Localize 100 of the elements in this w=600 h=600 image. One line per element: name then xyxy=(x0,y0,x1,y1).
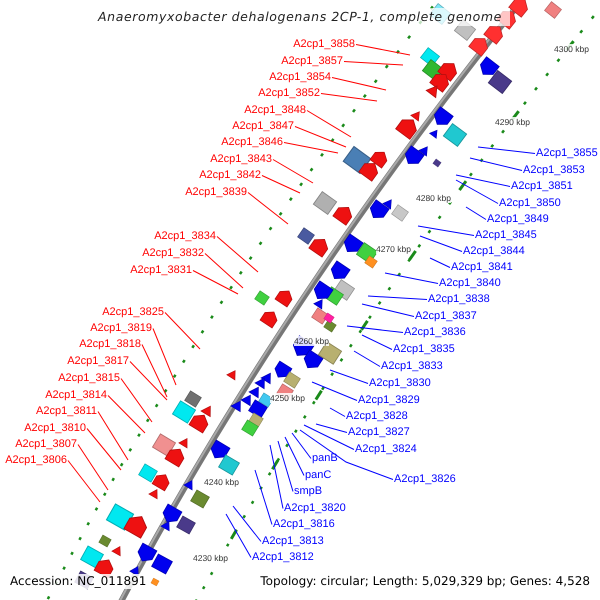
leader-line xyxy=(316,424,348,433)
leader-line xyxy=(68,460,100,502)
gene-label: A2cp1_3832 xyxy=(142,247,204,260)
gene-label: A2cp1_3850 xyxy=(499,197,561,210)
gene-label: A2cp1_3828 xyxy=(346,410,408,423)
gene-label: A2cp1_3806 xyxy=(5,454,67,467)
leader-line xyxy=(330,370,368,384)
gene-label: A2cp1_3831 xyxy=(130,264,192,277)
gene-label: A2cp1_3835 xyxy=(393,343,455,356)
gene-label: A2cp1_3814 xyxy=(45,389,107,402)
leader-line xyxy=(108,395,146,434)
leader-line xyxy=(164,312,200,350)
leader-line xyxy=(312,382,358,401)
gene-label: A2cp1_3851 xyxy=(511,180,573,193)
gene-label: panB xyxy=(312,452,338,465)
leader-line xyxy=(362,334,392,350)
leader-line xyxy=(418,226,474,236)
leader-line xyxy=(98,411,128,460)
leader-line xyxy=(306,110,352,138)
gene-label: A2cp1_3819 xyxy=(90,322,152,335)
tick-label: 4240 kbp xyxy=(204,477,239,487)
leader-line xyxy=(332,77,386,90)
leader-line xyxy=(456,174,510,187)
gene-label: A2cp1_3820 xyxy=(284,502,346,515)
leader-line xyxy=(384,272,438,284)
leader-line xyxy=(304,424,354,450)
gene-label: A2cp1_3848 xyxy=(244,104,306,117)
leader-line xyxy=(346,326,404,333)
gene-label: A2cp1_3838 xyxy=(428,293,490,306)
gene-label: A2cp1_3818 xyxy=(79,338,141,351)
gene-label: A2cp1_3833 xyxy=(381,360,443,373)
gene-label: A2cp1_3811 xyxy=(36,405,97,418)
genome-info-text: Topology: circular; Length: 5,029,329 bp; Genes: 4,528 xyxy=(260,574,590,589)
gene-label: A2cp1_3812 xyxy=(252,551,314,564)
gene-label: A2cp1_3826 xyxy=(394,473,456,486)
leader-line xyxy=(284,436,304,476)
gene-label: A2cp1_3836 xyxy=(404,326,466,339)
tick-label: 4280 kbp xyxy=(416,193,451,203)
leader-line xyxy=(192,270,238,294)
gene-label: A2cp1_3849 xyxy=(487,213,549,226)
leader-line xyxy=(78,444,108,490)
tick-label: 4270 kbp xyxy=(376,244,411,254)
gene-label: A2cp1_3854 xyxy=(269,71,331,84)
leader-line xyxy=(354,350,380,367)
tick-label: 4300 kbp xyxy=(554,44,589,54)
gene-label: A2cp1_3827 xyxy=(348,426,410,439)
gene-label: A2cp1_3815 xyxy=(58,372,120,385)
leader-line xyxy=(152,328,176,386)
leader-line xyxy=(344,61,404,66)
gene-label: A2cp1_3857 xyxy=(281,55,343,68)
leader-line xyxy=(226,514,252,558)
gene-label: A2cp1_3829 xyxy=(358,394,420,407)
leader-line xyxy=(248,192,288,224)
gene-label: A2cp1_3844 xyxy=(463,245,525,258)
leader-line xyxy=(320,93,378,102)
gene-label: A2cp1_3817 xyxy=(67,355,129,368)
leader-line xyxy=(262,175,300,194)
leader-line xyxy=(284,142,338,154)
gene-label: A2cp1_3830 xyxy=(369,377,431,390)
leader-line xyxy=(466,206,486,220)
leader-line xyxy=(430,258,450,268)
gene-label: A2cp1_3813 xyxy=(262,535,324,548)
leader-line xyxy=(294,126,346,148)
tick-label: 4260 kbp xyxy=(294,336,329,346)
leader-line xyxy=(142,344,168,398)
leader-line xyxy=(456,180,498,204)
gene-label: A2cp1_3842 xyxy=(199,169,261,182)
gene-label: A2cp1_3824 xyxy=(355,443,417,456)
gene-label: A2cp1_3845 xyxy=(475,229,537,242)
leader-line xyxy=(420,236,462,252)
leader-line xyxy=(254,470,272,525)
gene-label: A2cp1_3843 xyxy=(210,153,272,166)
tick-label: 4290 kbp xyxy=(495,117,530,127)
tick-label: 4230 kbp xyxy=(193,553,228,563)
accession-text: Accession: NC_011891 xyxy=(10,574,146,589)
leader-line xyxy=(204,253,244,288)
leader-line xyxy=(470,158,522,171)
leader-line xyxy=(232,506,262,542)
gene-label: A2cp1_3841 xyxy=(451,261,513,274)
leader-line xyxy=(292,432,312,459)
gene-label: A2cp1_3816 xyxy=(273,518,335,531)
gene-label: A2cp1_3807 xyxy=(15,438,77,451)
gene-label: A2cp1_3847 xyxy=(232,120,294,133)
leader-line xyxy=(362,304,414,317)
leader-line xyxy=(300,430,394,480)
gene-label: A2cp1_3810 xyxy=(24,422,86,435)
leader-line xyxy=(478,146,536,154)
leader-line xyxy=(368,296,428,300)
gene-label: A2cp1_3846 xyxy=(221,136,283,149)
leader-line xyxy=(270,444,284,509)
gene-label: A2cp1_3852 xyxy=(258,87,320,100)
tick-label: 4250 kbp xyxy=(270,393,305,403)
gene-label: A2cp1_3837 xyxy=(415,310,477,323)
gene-label: smpB xyxy=(294,485,322,498)
leader-line xyxy=(330,408,346,417)
leader-line xyxy=(278,440,294,492)
leader-line xyxy=(216,236,258,272)
leader-line xyxy=(356,44,410,56)
gene-label: A2cp1_3839 xyxy=(185,186,247,199)
gene-label: A2cp1_3825 xyxy=(102,306,164,319)
